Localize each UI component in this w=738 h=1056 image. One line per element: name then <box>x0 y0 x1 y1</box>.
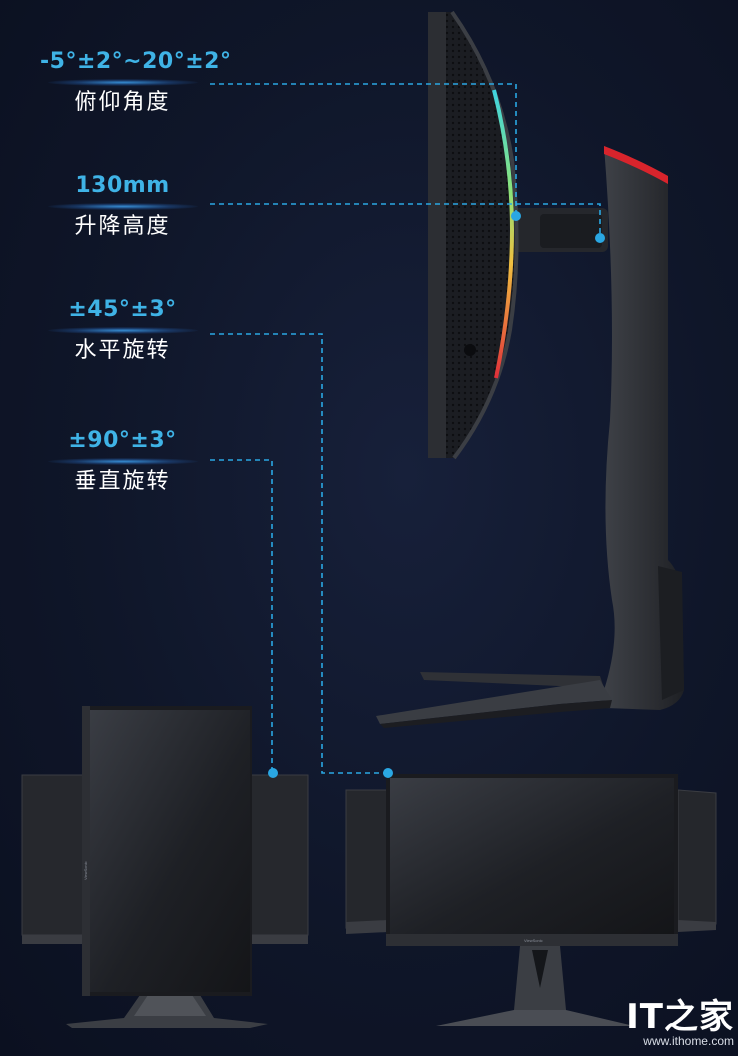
callout-tilt <box>210 83 517 214</box>
spec-tilt-label: 俯仰角度 <box>74 90 171 115</box>
spec-height-label: 升降高度 <box>74 214 171 239</box>
callout-pivot <box>210 459 273 773</box>
watermark-logo: IT之家 <box>626 997 734 1037</box>
callout-dots <box>268 211 605 778</box>
spec-tilt: -5°±2°~20°±2° 俯仰角度 <box>40 48 232 118</box>
spec-pivot-value: ±90°±3° <box>68 428 177 453</box>
spec-height: 130mm 升降高度 <box>40 172 205 242</box>
pivot-view-monitor: ViewSonic <box>21 706 309 1028</box>
spec-glow <box>47 79 198 86</box>
spec-pivot-label: 垂直旋转 <box>74 469 171 494</box>
side-view-monitor <box>376 10 684 728</box>
spec-glow <box>47 203 198 210</box>
watermark: IT之家 www.ithome.com <box>626 1000 734 1048</box>
watermark-url: www.ithome.com <box>643 1034 734 1048</box>
callout-swivel <box>210 333 388 774</box>
spec-tilt-value: -5°±2°~20°±2° <box>40 49 232 74</box>
svg-text:ViewSonic: ViewSonic <box>524 938 543 943</box>
spec-swivel-label: 水平旋转 <box>74 338 171 363</box>
spec-height-value: 130mm <box>75 173 170 198</box>
callout-height <box>210 203 601 236</box>
spec-glow <box>47 327 198 334</box>
spec-swivel-value: ±45°±3° <box>68 297 177 322</box>
svg-text:ViewSonic: ViewSonic <box>83 861 88 880</box>
spec-glow <box>47 458 198 465</box>
swivel-view-monitor: ViewSonic <box>345 774 717 1026</box>
spec-swivel: ±45°±3° 水平旋转 <box>40 296 205 366</box>
spec-pivot: ±90°±3° 垂直旋转 <box>40 427 205 497</box>
callout-lines <box>210 83 601 774</box>
